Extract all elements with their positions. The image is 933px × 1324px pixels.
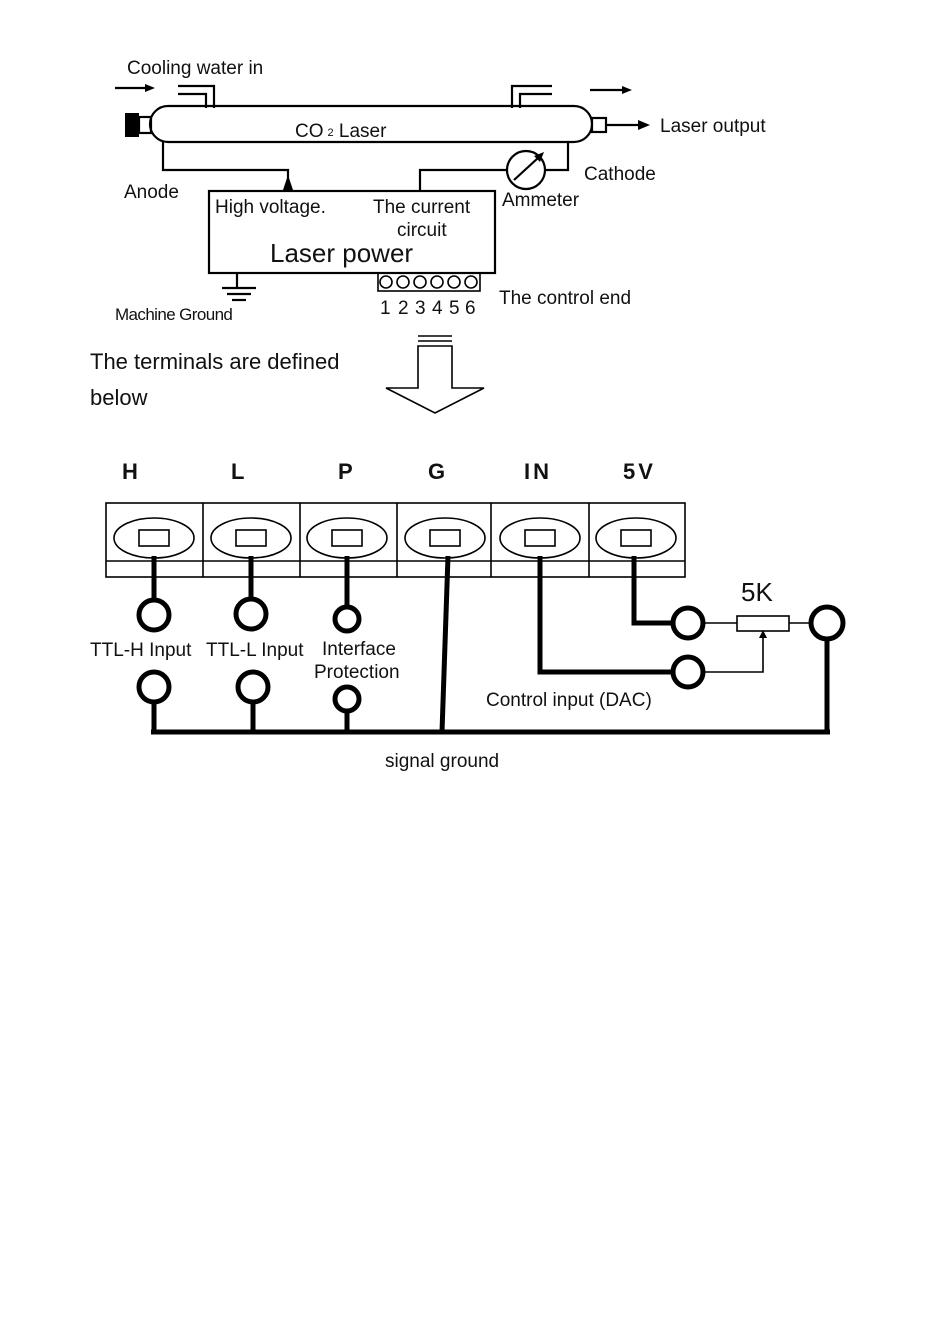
pot-wiper-wire — [703, 636, 763, 672]
inlet-arrowhead — [145, 84, 155, 92]
ttl-h-input-label: TTL-H Input — [90, 640, 192, 661]
laser-output-arrowhead — [638, 120, 650, 130]
wire-5v — [634, 556, 672, 623]
high-voltage-terminal — [283, 175, 293, 190]
cathode-wire — [545, 142, 568, 170]
control-input-terminal — [673, 657, 703, 687]
ammeter-label: Ammeter — [502, 190, 580, 211]
control-connector-pins — [380, 276, 477, 288]
terminal-screw-p — [307, 518, 387, 558]
ttl-h-ground-terminal — [139, 672, 169, 702]
anode-label: Anode — [124, 182, 179, 203]
current-circuit-label-1: The current — [373, 197, 471, 218]
terminals-defined-line1: The terminals are defined — [90, 349, 339, 374]
tube-left-cap — [125, 113, 139, 137]
interface-protection-label-1: Interface — [322, 639, 396, 660]
pot-ground-terminal — [811, 607, 843, 639]
terminal-label-l: L — [231, 459, 244, 484]
terminal-block-section: H L P G IN 5V — [90, 459, 843, 772]
ttl-l-input-label: TTL-L Input — [206, 640, 304, 661]
pin-number-1: 1 — [380, 298, 391, 319]
ttl-l-input-terminal — [236, 599, 266, 629]
control-end-label: The control end — [499, 288, 631, 309]
wire-in — [540, 556, 672, 672]
terminal-label-in: IN — [524, 459, 552, 484]
terminal-screw-h — [114, 518, 194, 558]
terminal-label-5v: 5V — [623, 459, 656, 484]
control-input-label: Control input (DAC) — [486, 690, 652, 711]
laser-power-label: Laser power — [270, 238, 413, 268]
pin-number-4: 4 — [432, 298, 443, 319]
cooling-water-in-label: Cooling water in — [127, 58, 263, 79]
wire-g — [442, 556, 448, 732]
pin-number-2: 2 — [398, 298, 409, 319]
pin-number-3: 3 — [415, 298, 426, 319]
current-circuit-wire — [420, 170, 507, 192]
terminal-label-p: P — [338, 459, 353, 484]
terminal-label-g: G — [428, 459, 445, 484]
terminal-screw-l — [211, 518, 291, 558]
ttl-h-input-terminal — [139, 600, 169, 630]
interface-protection-ground-terminal — [335, 687, 359, 711]
cathode-label: Cathode — [584, 164, 656, 185]
anode-wire — [163, 142, 288, 188]
down-arrow-icon — [386, 346, 484, 413]
inlet-pipe — [178, 86, 214, 108]
outlet-arrowhead — [622, 86, 632, 94]
signal-ground-label: signal ground — [385, 751, 499, 772]
outlet-pipe — [512, 86, 552, 108]
terminals-defined-line2: below — [90, 385, 148, 410]
pin-number-5: 5 — [449, 298, 460, 319]
resistor-5k-label: 5K — [741, 577, 773, 607]
terminals-intro: The terminals are defined below — [90, 336, 484, 413]
ammeter-needle — [514, 158, 538, 180]
terminal-screw-5v — [596, 518, 676, 558]
potentiometer-5k — [737, 616, 789, 631]
terminal-label-h: H — [122, 459, 138, 484]
tube-right-window — [592, 118, 606, 132]
machine-ground-label: Machine Ground — [115, 305, 232, 324]
laser-output-label: Laser output — [660, 116, 766, 137]
high-voltage-label: High voltage. — [215, 197, 326, 218]
terminal-block — [106, 503, 685, 577]
5v-terminal — [673, 608, 703, 638]
ttl-l-ground-terminal — [238, 672, 268, 702]
terminal-screw-g — [405, 518, 485, 558]
terminal-screw-in — [500, 518, 580, 558]
interface-protection-label-2: Protection — [314, 662, 400, 683]
interface-protection-terminal — [335, 607, 359, 631]
pin-number-6: 6 — [465, 298, 476, 319]
